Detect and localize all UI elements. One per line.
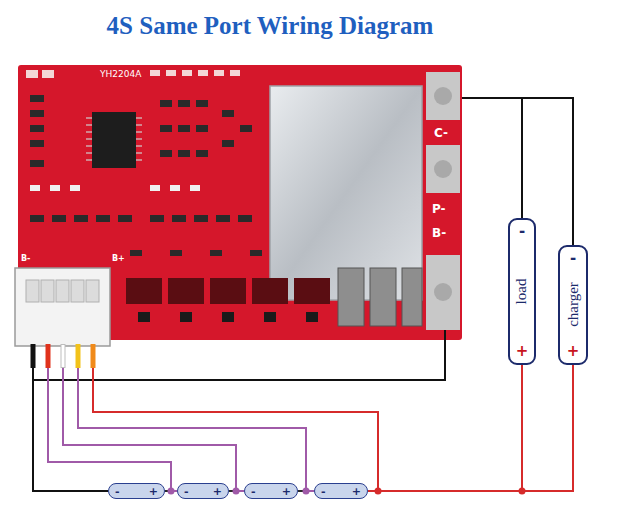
positive-sign: + bbox=[213, 485, 222, 498]
negative-sign: - bbox=[251, 485, 256, 498]
terminal-box: - charger + bbox=[558, 245, 588, 365]
rotated-text-holder: load bbox=[514, 277, 531, 307]
wire bbox=[93, 340, 378, 491]
smd-parts bbox=[30, 95, 302, 256]
diagram-title: 4S Same Port Wiring Diagram bbox=[0, 12, 540, 40]
battery-cell: -+ bbox=[177, 483, 229, 499]
negative-sign: - bbox=[519, 223, 525, 240]
wire bbox=[48, 340, 177, 491]
terminal-pads bbox=[426, 72, 460, 330]
bms-board: YH2204A bbox=[18, 65, 462, 340]
mosfets bbox=[338, 268, 422, 326]
terminal-label: B+ bbox=[112, 254, 125, 263]
terminal-label: C- bbox=[434, 126, 448, 140]
wire-stubs bbox=[33, 344, 93, 368]
smd-pads bbox=[30, 185, 200, 191]
wire bbox=[368, 365, 573, 491]
pads bbox=[26, 70, 240, 78]
rotated-text-holder: charger bbox=[565, 281, 582, 330]
terminal-name: load bbox=[514, 279, 531, 305]
board-model-text: YH2204A bbox=[100, 69, 141, 79]
connector-slots bbox=[26, 280, 99, 302]
battery-cell: -+ bbox=[244, 483, 298, 499]
ic-chip bbox=[86, 112, 142, 168]
wire bbox=[368, 365, 522, 491]
negative-sign: - bbox=[570, 250, 576, 267]
positive-sign: + bbox=[149, 485, 158, 498]
terminal-box: - load + bbox=[508, 218, 536, 365]
ts-parts bbox=[126, 278, 330, 322]
positive-sign: + bbox=[516, 343, 529, 360]
battery-cell: -+ bbox=[314, 483, 368, 499]
wire bbox=[63, 340, 244, 491]
terminal-name: charger bbox=[565, 283, 582, 328]
positive-sign: + bbox=[352, 485, 361, 498]
terminal-label: P- bbox=[432, 202, 446, 216]
negative-sign: - bbox=[184, 485, 189, 498]
battery-cell: -+ bbox=[108, 483, 165, 499]
terminal-label: B- bbox=[432, 226, 446, 240]
positive-sign: + bbox=[567, 343, 580, 360]
wire bbox=[462, 98, 522, 218]
negative-sign: - bbox=[115, 485, 120, 498]
negative-sign: - bbox=[321, 485, 326, 498]
wire bbox=[33, 340, 108, 491]
jst-connector bbox=[15, 268, 110, 346]
stub-cores bbox=[62, 345, 65, 367]
terminal-label: B- bbox=[21, 254, 30, 263]
wire bbox=[78, 340, 314, 491]
positive-sign: + bbox=[282, 485, 291, 498]
